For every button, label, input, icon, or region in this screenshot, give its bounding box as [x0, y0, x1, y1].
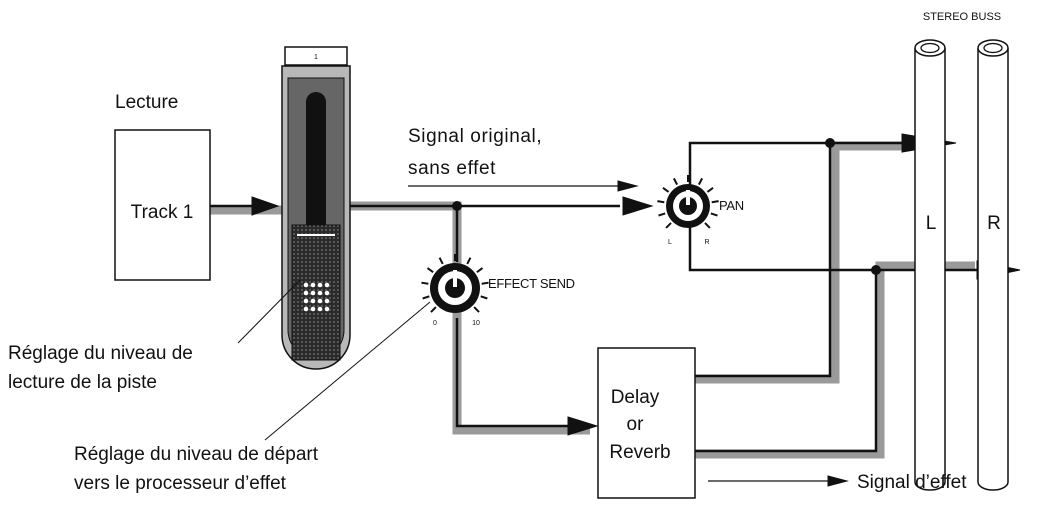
leader-line-send	[264, 301, 431, 441]
arrow-signal-original	[617, 180, 639, 192]
reverb-label: Reverb	[609, 442, 670, 463]
knob-tick	[438, 257, 444, 265]
fader-knob-dots	[303, 282, 330, 312]
pan-knob: L R	[657, 175, 719, 246]
effect-send-label: EFFECT SEND	[488, 276, 575, 291]
arrow-to-effect	[567, 416, 599, 436]
pan-label: PAN	[719, 198, 744, 213]
effect-processor-box	[597, 347, 696, 499]
bus-left-label: L	[926, 213, 937, 234]
reglage-depart-line2: vers le processeur d’effet	[74, 473, 287, 494]
arrow-signal-effet	[827, 475, 849, 487]
signal-effet-label: Signal d’effet	[857, 472, 967, 493]
reglage-lecture-line1: Réglage du niveau de	[8, 343, 193, 364]
knob-tick	[473, 306, 480, 313]
knob-tick	[662, 186, 670, 193]
effect-send-knob: 0 10	[421, 254, 489, 327]
knob-tick	[422, 295, 430, 300]
knob-tick	[704, 222, 711, 229]
bus-cylinder-left	[914, 39, 946, 491]
fader-cap	[284, 46, 348, 66]
knob-tick	[480, 295, 488, 300]
stereo-buss-label: STEREO BUSS	[923, 11, 1001, 23]
junction-dots	[452, 138, 881, 275]
knob-tick	[658, 212, 666, 217]
knob-tick	[665, 222, 672, 229]
pan-right-mark: R	[704, 239, 709, 246]
knob-tick	[698, 177, 703, 186]
stereo-buss	[914, 39, 1009, 491]
leader-line-fader	[237, 279, 301, 344]
signal-original-line1: Signal original,	[408, 126, 542, 147]
knob-tick	[421, 281, 429, 285]
knob-tick	[710, 212, 718, 217]
delay-label: Delay	[611, 387, 660, 408]
signal-lines	[210, 141, 980, 482]
arrow-to-pan	[622, 196, 654, 216]
reglage-depart-line1: Réglage du niveau de départ	[74, 444, 319, 465]
arrow-track-to-fader	[251, 196, 280, 216]
track-label: Track 1	[131, 202, 194, 223]
knob-tick	[657, 200, 665, 204]
knob-tick	[673, 177, 678, 186]
fader-top-mark: 1	[314, 54, 318, 61]
effect-send-knob-center	[445, 278, 465, 298]
reglage-lecture-line2: lecture de la piste	[8, 372, 157, 393]
pan-knob-ticks	[657, 175, 719, 229]
or-label: or	[627, 414, 645, 435]
knob-tick	[476, 267, 484, 273]
send-max-mark: 10	[472, 320, 480, 327]
effect-send-knob-ticks	[421, 254, 489, 313]
track-box	[114, 129, 211, 281]
pan-left-mark: L	[668, 239, 672, 246]
knob-tick	[426, 267, 434, 273]
track-fader: 1	[281, 46, 351, 370]
signal-original-line2: sans effet	[408, 158, 496, 179]
lecture-label: Lecture	[115, 92, 178, 113]
knob-tick	[706, 186, 714, 193]
knob-tick	[481, 281, 489, 285]
fader-knob	[291, 224, 341, 361]
knob-tick	[711, 200, 719, 204]
knob-tick	[466, 257, 472, 265]
knob-tick	[430, 306, 437, 313]
pan-knob-center	[679, 197, 697, 215]
bus-cylinder-right	[977, 39, 1009, 491]
bus-right-label: R	[987, 213, 1001, 234]
send-min-mark: 0	[433, 320, 437, 327]
